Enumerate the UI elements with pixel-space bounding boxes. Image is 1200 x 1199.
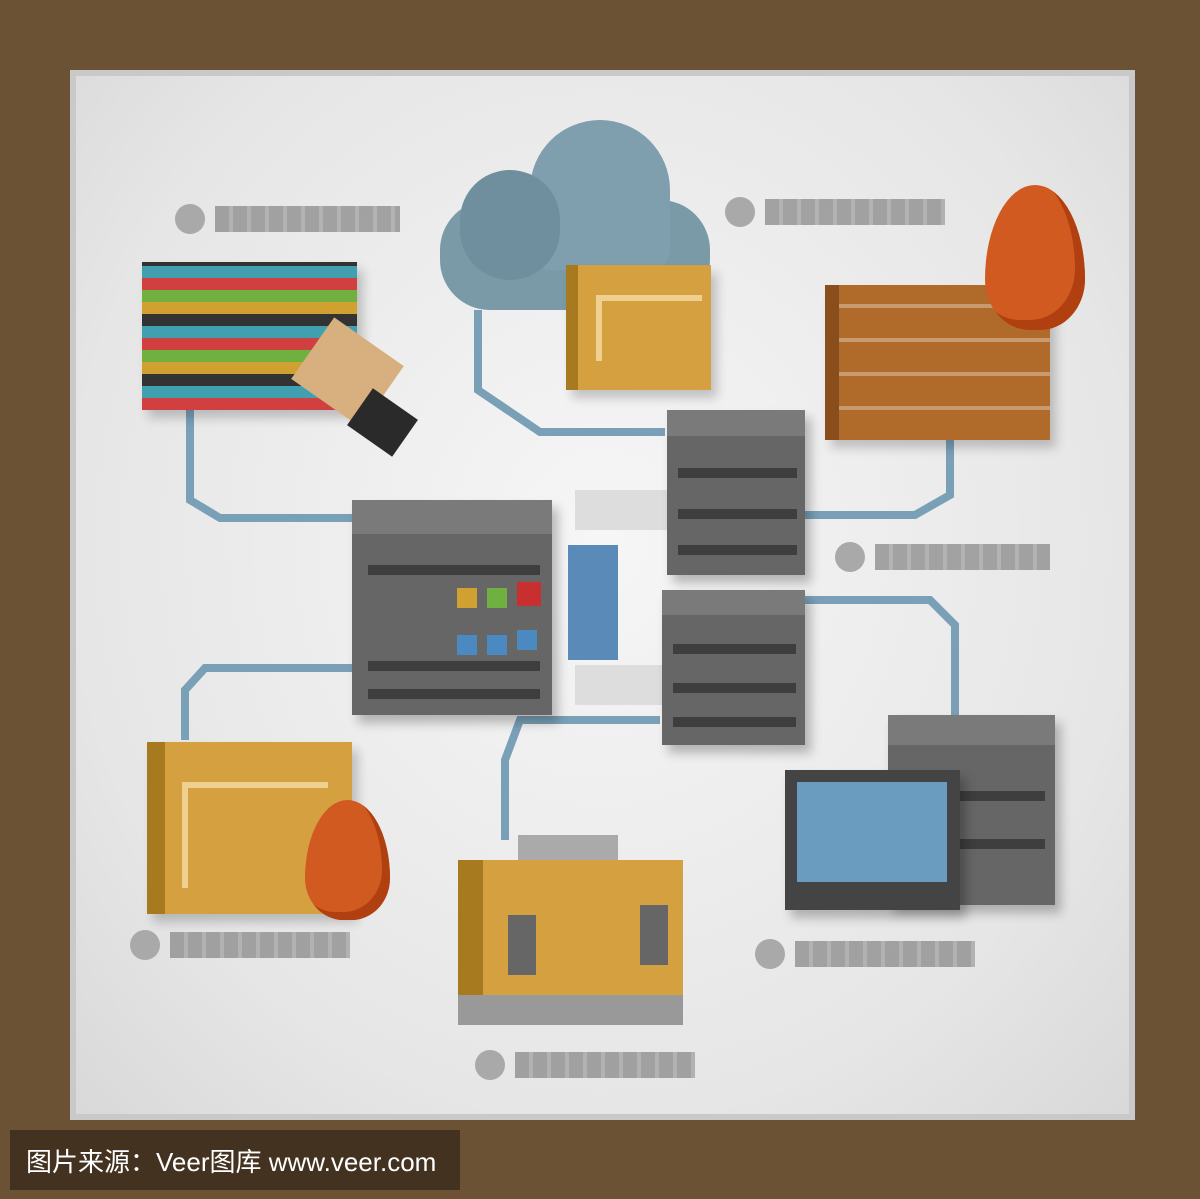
line-server-to-monitor — [805, 596, 959, 720]
line-data-to-server — [186, 410, 355, 522]
label-bullet-icon — [725, 197, 755, 227]
folder-icon — [566, 265, 711, 390]
label-folder — [130, 928, 350, 962]
watermark: 图片来源：Veer图库 www.veer.com — [10, 1130, 460, 1190]
server-bottom-right-icon — [662, 590, 805, 745]
label-bullet-icon — [130, 930, 160, 960]
label-data — [175, 202, 400, 236]
label-bullet-icon — [835, 542, 865, 572]
monitor-icon — [785, 770, 960, 910]
label-bullet-icon — [475, 1050, 505, 1080]
cloud-icon — [440, 110, 710, 310]
server-top-right-icon — [667, 410, 805, 575]
label-firewall — [835, 540, 1050, 574]
connector-arm-bottom — [575, 665, 670, 705]
connector-icon — [568, 545, 618, 660]
line-server-to-briefcase — [501, 716, 660, 840]
briefcase-icon — [458, 835, 683, 1025]
label-monitor — [755, 937, 975, 971]
line-server-to-folder — [181, 664, 355, 740]
label-cloud — [725, 195, 945, 229]
line-firewall-to-server — [805, 430, 954, 519]
flame-icon — [985, 185, 1085, 330]
line-cloud-to-server — [474, 310, 665, 436]
connector-arm-top — [575, 490, 670, 530]
label-bullet-icon — [755, 939, 785, 969]
label-briefcase — [475, 1048, 695, 1082]
flame-icon — [305, 800, 390, 920]
central-server-icon — [352, 500, 552, 715]
label-bullet-icon — [175, 204, 205, 234]
